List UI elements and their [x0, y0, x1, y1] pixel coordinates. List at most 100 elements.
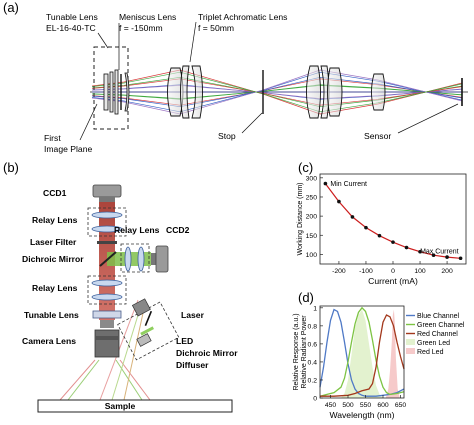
legend-swatch — [406, 348, 415, 354]
x-tick-label: 500 — [342, 402, 354, 409]
tunable-lens-b-label: Tunable Lens — [24, 310, 79, 320]
x-tick-label: -200 — [332, 268, 346, 275]
tunable-lens-assembly — [103, 69, 130, 115]
y-tick-label: 1 — [313, 305, 317, 312]
data-point — [377, 233, 382, 238]
relay-lens-side-element-2 — [137, 246, 145, 272]
relay-lens-top-element-2 — [91, 225, 123, 233]
meniscus-lens-label: Meniscus Lens — [119, 12, 176, 22]
data-point — [458, 256, 463, 261]
data-point — [418, 249, 422, 254]
first-image-plane-label-2: Image Plane — [44, 144, 92, 154]
data-point — [445, 255, 449, 259]
y-tick-label: 0 — [313, 396, 317, 403]
series-line — [324, 183, 461, 259]
laser-label: Laser — [181, 310, 205, 320]
data-point — [404, 245, 409, 250]
tunable-lens-dashed-box — [93, 46, 129, 130]
y-tick-label: 200 — [306, 214, 318, 221]
y-tick-label: 0.8 — [308, 323, 318, 330]
tunable-lens-b — [92, 310, 122, 319]
dichroic-mirror-2-label: Dichroic Mirror — [176, 348, 238, 358]
legend-swatch — [406, 339, 415, 345]
annotation-max-current: Max Current — [420, 248, 459, 255]
line-blue-channel — [319, 308, 405, 397]
x-axis-label: Wavelength (nm) — [329, 410, 394, 420]
relay-lens-side-box — [120, 243, 150, 273]
y-axis-label: Working Distance (mm) — [297, 183, 304, 256]
ccd2 — [151, 245, 169, 273]
ccd1 — [92, 184, 122, 202]
camera-lens — [94, 320, 120, 358]
relay-lens-bottom-element-1 — [91, 279, 123, 287]
y-tick-label: 0.2 — [308, 377, 318, 384]
stop-label: Stop — [218, 131, 236, 141]
first-image-plane-label-1: First — [44, 133, 61, 143]
relay-lens-side-label: Relay Lens — [114, 225, 160, 235]
field-lens — [371, 73, 386, 111]
dichroic-mirror — [99, 251, 117, 267]
area-red-led — [385, 309, 400, 398]
panel-b: (b) CCD1 Relay Lens Laser Filter — [3, 160, 238, 413]
relay-lens-top-label: Relay Lens — [32, 215, 78, 225]
y-tick-label: 0.6 — [308, 341, 318, 348]
y-tick-label: 0.4 — [308, 359, 318, 366]
x-axis-label: Current (mA) — [368, 276, 418, 286]
diffuser-label: Diffuser — [176, 360, 209, 370]
y-axis-label-2: Relative Radiant Power — [301, 315, 308, 389]
line-red-channel — [320, 314, 405, 397]
relay-lens-bottom-label: Relay Lens — [32, 283, 78, 293]
y-axis-label-1: Relative Response (a.u.) — [293, 313, 300, 390]
relay-lens-bottom-box — [87, 275, 127, 305]
diffuser — [140, 326, 155, 336]
area-green-led — [341, 309, 383, 398]
x-tick-label: 650 — [395, 402, 407, 409]
x-tick-label: 100 — [414, 268, 426, 275]
sample — [37, 399, 233, 413]
x-tick-label: 200 — [441, 268, 453, 275]
panel-a-label: (a) — [3, 0, 19, 15]
sensor-label: Sensor — [364, 131, 391, 141]
laser-filter — [97, 241, 117, 244]
dichroic-mirror-label: Dichroic Mirror — [22, 254, 84, 264]
meniscus-lens — [124, 72, 130, 112]
ray-bundles — [91, 69, 463, 115]
legend-entry: Red Led — [417, 349, 444, 356]
triplet-lens-1 — [167, 65, 203, 119]
y-tick-label: 250 — [306, 194, 318, 201]
legend-entry: Green Channel — [417, 322, 465, 329]
y-tick-label: 100 — [306, 252, 318, 259]
y-tick-label: 150 — [306, 233, 318, 240]
legend-entry: Green Led — [417, 340, 450, 347]
data-point — [391, 240, 395, 244]
tunable-lens-label: Tunable Lens — [46, 12, 98, 22]
illumination-module — [117, 298, 180, 361]
legend-entry: Blue Channel — [417, 313, 459, 320]
ccd1-label: CCD1 — [43, 188, 67, 198]
legend-entry: Red Channel — [417, 331, 458, 338]
x-tick-label: 450 — [325, 402, 337, 409]
ccd2-label: CCD2 — [166, 225, 190, 235]
data-point — [350, 215, 355, 219]
led-label: LED — [176, 336, 193, 346]
meniscus-lens-focal: f = -150mm — [119, 23, 163, 33]
panel-b-label: (b) — [3, 160, 19, 175]
triplet-lens-2 — [306, 65, 343, 119]
x-tick-label: -100 — [359, 268, 373, 275]
data-point — [337, 199, 341, 204]
dichroic-mirror-2 — [144, 310, 153, 326]
relay-lens-bottom-element-2 — [91, 293, 123, 301]
panel-c-label: (c) — [298, 160, 313, 175]
relay-lens-top-element-1 — [91, 211, 123, 219]
triplet-lens-label: Triplet Achromatic Lens — [198, 12, 287, 22]
panel-d-label: (d) — [298, 290, 314, 305]
laser-filter-label: Laser Filter — [30, 237, 77, 247]
led-unit — [136, 333, 152, 347]
data-point — [364, 225, 368, 230]
data-point — [323, 181, 328, 186]
relay-lens-side-element-1 — [124, 246, 132, 272]
y-tick-label: 300 — [306, 175, 318, 182]
